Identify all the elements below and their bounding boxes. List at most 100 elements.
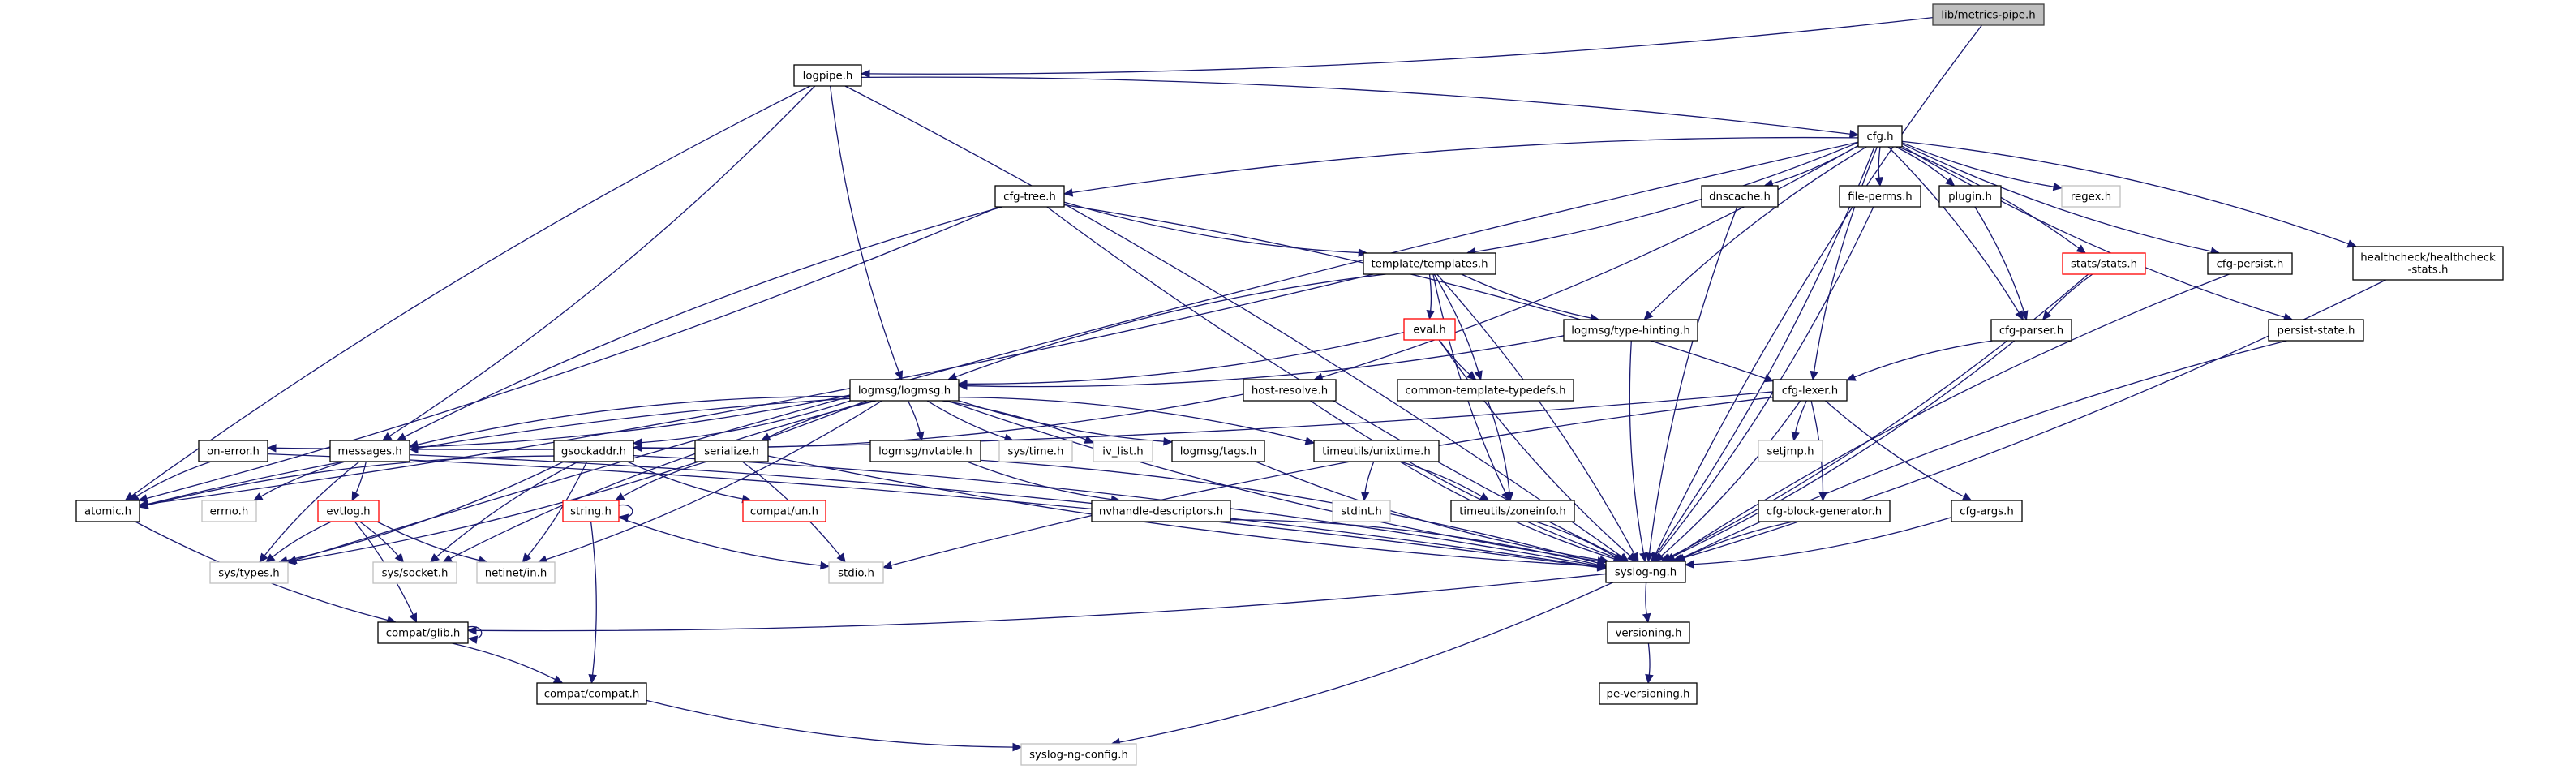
node-stdio[interactable]: stdio.h	[828, 561, 884, 584]
node-logpipe[interactable]: logpipe.h	[793, 64, 862, 87]
node-syslog-ng-config[interactable]: syslog-ng-config.h	[1020, 743, 1137, 766]
node-box[interactable]	[793, 64, 862, 87]
node-box[interactable]	[2268, 319, 2364, 342]
node-dnscache[interactable]: dnscache.h	[1701, 185, 1779, 208]
node-box[interactable]	[476, 561, 556, 584]
node-box[interactable]	[2062, 252, 2146, 275]
node-box[interactable]	[1857, 125, 1903, 148]
node-nvhandle[interactable]: nvhandle-descriptors.h	[1091, 500, 1231, 522]
node-box[interactable]	[562, 500, 620, 522]
node-box[interactable]	[75, 500, 140, 522]
node-box[interactable]	[553, 440, 634, 462]
node-box[interactable]	[1932, 3, 2045, 26]
node-box[interactable]	[209, 561, 289, 584]
node-box[interactable]	[1772, 379, 1848, 402]
node-box[interactable]	[317, 500, 380, 522]
node-common-template-typedefs[interactable]: common-template-typedefs.h	[1397, 379, 1574, 402]
node-box[interactable]	[2061, 185, 2121, 208]
node-versioning[interactable]: versioning.h	[1607, 621, 1690, 644]
node-gsockaddr[interactable]: gsockaddr.h	[553, 440, 634, 462]
node-box[interactable]	[536, 682, 647, 705]
node-cfg-parser[interactable]: cfg-parser.h	[1990, 319, 2072, 342]
node-host-resolve[interactable]: host-resolve.h	[1243, 379, 1337, 402]
node-box[interactable]	[1758, 500, 1891, 522]
node-box[interactable]	[849, 379, 960, 402]
node-syslog-ng[interactable]: syslog-ng.h	[1605, 561, 1686, 583]
node-stats[interactable]: stats/stats.h	[2062, 252, 2146, 275]
node-box[interactable]	[1951, 500, 2023, 522]
node-netinet-in[interactable]: netinet/in.h	[476, 561, 556, 584]
node-box[interactable]	[1607, 621, 1690, 644]
node-tags[interactable]: logmsg/tags.h	[1171, 440, 1265, 462]
node-sys-socket[interactable]: sys/socket.h	[372, 561, 457, 584]
node-nvtable[interactable]: logmsg/nvtable.h	[869, 440, 981, 462]
node-box[interactable]	[694, 440, 769, 462]
node-box[interactable]	[1701, 185, 1779, 208]
node-zoneinfo[interactable]: timeutils/zoneinfo.h	[1450, 500, 1575, 522]
node-box[interactable]	[201, 500, 257, 522]
node-box[interactable]	[372, 561, 457, 584]
node-regex[interactable]: regex.h	[2061, 185, 2121, 208]
node-box[interactable]	[1990, 319, 2072, 342]
node-stdint[interactable]: stdint.h	[1332, 500, 1391, 522]
node-box[interactable]	[1332, 500, 1391, 522]
node-box[interactable]	[1599, 682, 1698, 705]
node-box[interactable]	[1093, 440, 1153, 462]
node-box[interactable]	[1020, 743, 1137, 766]
node-box[interactable]	[828, 561, 884, 584]
node-box[interactable]	[998, 440, 1073, 462]
node-box[interactable]	[742, 500, 826, 522]
node-metrics-pipe[interactable]: lib/metrics-pipe.h	[1932, 3, 2045, 26]
node-cfg-args[interactable]: cfg-args.h	[1951, 500, 2023, 522]
node-cfg[interactable]: cfg.h	[1857, 125, 1903, 148]
node-box[interactable]	[1171, 440, 1265, 462]
node-box[interactable]	[329, 440, 410, 462]
node-sys-time[interactable]: sys/time.h	[998, 440, 1073, 462]
node-messages[interactable]: messages.h	[329, 440, 410, 462]
node-persist-state[interactable]: persist-state.h	[2268, 319, 2364, 342]
node-box[interactable]	[1839, 185, 1921, 208]
node-box[interactable]	[1938, 185, 2002, 208]
node-on-error[interactable]: on-error.h	[198, 440, 268, 462]
node-template[interactable]: template/templates.h	[1363, 252, 1496, 275]
node-file-perms[interactable]: file-perms.h	[1839, 185, 1921, 208]
node-compat-compat[interactable]: compat/compat.h	[536, 682, 647, 705]
node-box[interactable]	[1363, 252, 1496, 275]
node-pe-versioning[interactable]: pe-versioning.h	[1599, 682, 1698, 705]
node-atomic[interactable]: atomic.h	[75, 500, 140, 522]
node-box[interactable]	[1758, 440, 1823, 462]
node-box[interactable]	[1563, 319, 1698, 342]
node-setjmp[interactable]: setjmp.h	[1758, 440, 1823, 462]
node-unixtime[interactable]: timeutils/unixtime.h	[1313, 440, 1440, 462]
node-eval[interactable]: eval.h	[1403, 318, 1456, 341]
node-box[interactable]	[2352, 246, 2504, 281]
node-compat-glib[interactable]: compat/glib.h	[377, 621, 469, 644]
node-box[interactable]	[377, 621, 469, 644]
node-cfg-persist[interactable]: cfg-persist.h	[2207, 252, 2293, 275]
node-box[interactable]	[869, 440, 981, 462]
node-errno[interactable]: errno.h	[201, 500, 257, 522]
node-box[interactable]	[1605, 561, 1686, 583]
node-evtlog[interactable]: evtlog.h	[317, 500, 380, 522]
node-box[interactable]	[2207, 252, 2293, 275]
node-sys-types[interactable]: sys/types.h	[209, 561, 289, 584]
node-box[interactable]	[1243, 379, 1337, 402]
node-healthcheck[interactable]: healthcheck/healthcheck-stats.h	[2352, 246, 2504, 281]
node-logmsg[interactable]: logmsg/logmsg.h	[849, 379, 960, 402]
node-plugin[interactable]: plugin.h	[1938, 185, 2002, 208]
node-box[interactable]	[1091, 500, 1231, 522]
node-string[interactable]: string.h	[562, 500, 620, 522]
node-compat-un[interactable]: compat/un.h	[742, 500, 826, 522]
node-box[interactable]	[1403, 318, 1456, 341]
node-type-hinting[interactable]: logmsg/type-hinting.h	[1563, 319, 1698, 342]
node-iv-list[interactable]: iv_list.h	[1093, 440, 1153, 462]
node-box[interactable]	[994, 185, 1065, 208]
node-cfg-lexer[interactable]: cfg-lexer.h	[1772, 379, 1848, 402]
node-cfg-tree[interactable]: cfg-tree.h	[994, 185, 1065, 208]
node-box[interactable]	[1313, 440, 1440, 462]
node-box[interactable]	[198, 440, 268, 462]
node-box[interactable]	[1397, 379, 1574, 402]
node-box[interactable]	[1450, 500, 1575, 522]
node-serialize[interactable]: serialize.h	[694, 440, 769, 462]
node-cfg-block-generator[interactable]: cfg-block-generator.h	[1758, 500, 1891, 522]
